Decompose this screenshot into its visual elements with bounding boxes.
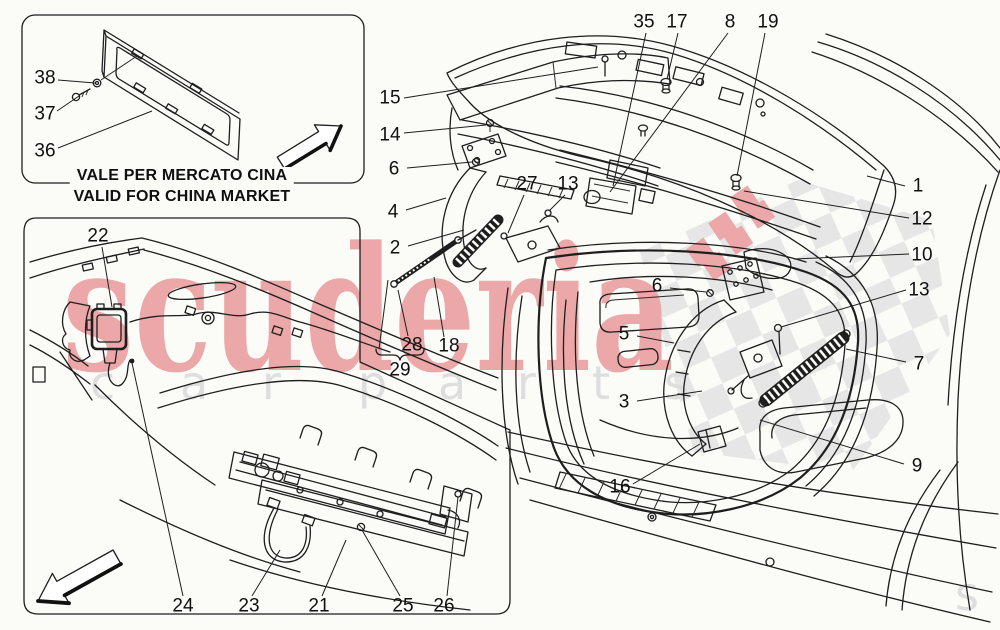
- control-unit-22-drawing: [61, 301, 135, 387]
- callout-5-19: 5: [618, 323, 630, 345]
- callout-13-13: 13: [557, 173, 579, 195]
- right-hinge-drawing: [663, 247, 851, 457]
- callout-17-9: 17: [666, 11, 688, 33]
- rubber-buffer-17: [660, 77, 672, 94]
- callout-7-20: 7: [913, 353, 925, 375]
- callout-29-26: 29: [389, 359, 411, 381]
- callout-14-4: 14: [379, 124, 401, 146]
- bumper-clip-tabs: [299, 424, 483, 509]
- callout-35-8: 35: [633, 11, 655, 33]
- china-market-caption-english: VALID FOR CHINA MARKET: [66, 188, 298, 206]
- brace-29: [375, 348, 425, 361]
- callout-26-32: 26: [433, 595, 455, 617]
- taillight-drawing: [759, 399, 904, 474]
- callout-25-31: 25: [392, 595, 414, 617]
- china-market-caption-italian: VALE PER MERCATO CINA: [69, 167, 295, 185]
- release-mechanism-drawing: [228, 450, 473, 563]
- rubber-buffer-19: [730, 173, 742, 191]
- tagline-letter-4: a: [438, 356, 466, 410]
- callout-15-3: 15: [379, 87, 401, 109]
- callout-8-10: 8: [724, 11, 736, 33]
- arrow-down-left-icon: [36, 549, 123, 606]
- trunk-latch-drawing: [583, 159, 656, 215]
- bumper-detail-box: [23, 217, 511, 615]
- tagline-letter-2: r: [262, 356, 281, 410]
- brand-watermark-text: scuderia: [62, 208, 674, 411]
- rear-bumper-drawing: [29, 237, 499, 611]
- callout-2-7: 2: [389, 237, 401, 259]
- arrow-up-right-icon: [276, 124, 343, 171]
- callout-18-25: 18: [438, 335, 460, 357]
- callout-6-5: 6: [388, 158, 400, 180]
- rubber-buffer-mid: [637, 124, 649, 137]
- trunk-interior-drawing: [554, 275, 773, 522]
- rear-body-drawing: [505, 399, 999, 623]
- callout-3-21: 3: [618, 391, 630, 413]
- callout-10-16: 10: [911, 244, 933, 266]
- main-illustration: [390, 33, 1000, 623]
- callout-6-18: 6: [651, 275, 663, 297]
- tagline-letter-5: r: [517, 356, 536, 410]
- fastener-icons: [471, 55, 742, 297]
- callout-1-14: 1: [912, 175, 924, 197]
- callout-37-1: 37: [34, 103, 56, 125]
- car-body-context-lines: [811, 33, 1000, 611]
- left-hinge-drawing: [390, 133, 507, 288]
- callout-36-2: 36: [34, 140, 56, 162]
- china-market-box: [21, 14, 365, 184]
- callout-28-24: 28: [401, 334, 423, 356]
- tagline-letter-6: t: [592, 356, 610, 410]
- plate-screw-icon: [71, 88, 91, 102]
- tagline-letter-7: s: [664, 356, 688, 410]
- trunk-opening-seal-drawing: [537, 241, 860, 516]
- body-gutter-lines: [501, 255, 878, 497]
- support-strut-drawing: [390, 229, 477, 288]
- license-plate-frame-drawing: [100, 29, 241, 161]
- callout-24-28: 24: [172, 595, 194, 617]
- callout-13-17: 13: [908, 279, 930, 301]
- callout-9-23: 9: [911, 455, 923, 477]
- callout-19-11: 19: [757, 11, 779, 33]
- trunk-lid-drawing: [446, 35, 897, 278]
- callout-22-27: 22: [87, 225, 109, 247]
- callout-16-22: 16: [609, 476, 631, 498]
- callout-12-15: 12: [911, 208, 933, 230]
- callout-23-29: 23: [238, 595, 260, 617]
- callout-4-6: 4: [387, 201, 399, 223]
- leader-lines: [56, 32, 910, 597]
- callout-21-30: 21: [308, 595, 330, 617]
- callout-38-0: 38: [34, 67, 56, 89]
- callout-27-12: 27: [516, 173, 538, 195]
